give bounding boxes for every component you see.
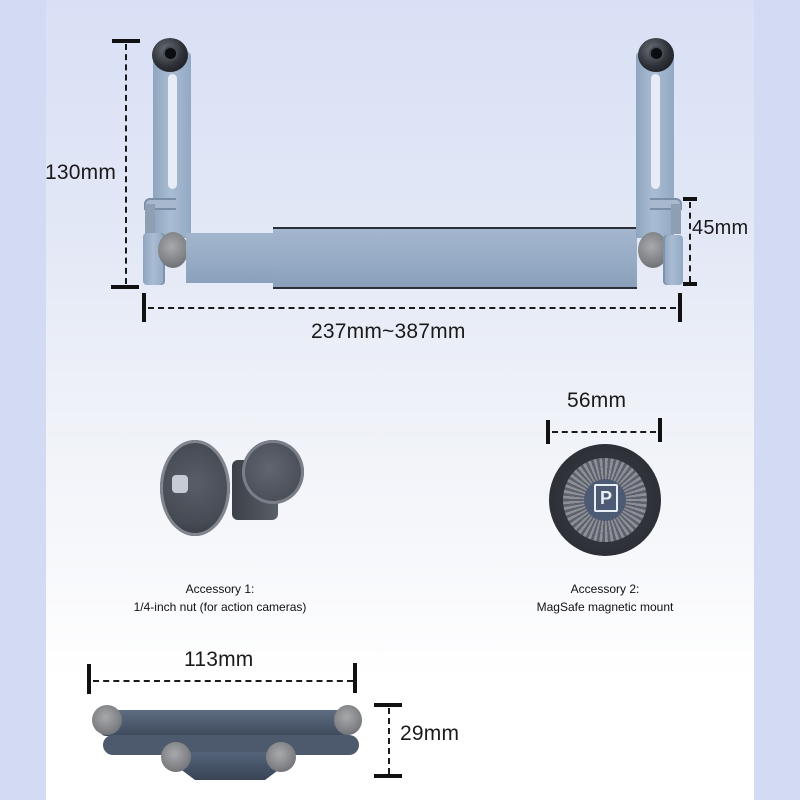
- left-hinge-knob: [158, 232, 188, 268]
- dimension-tick-bottom: [111, 285, 139, 289]
- magsafe-dimension-line: [552, 431, 656, 433]
- clamp-height-tick-bottom: [374, 774, 402, 778]
- dimension-tick-top: [112, 39, 140, 43]
- right-hinge-cap: [663, 235, 683, 285]
- magsafe-size-label: 56mm: [567, 389, 627, 412]
- left-arm-slot: [168, 74, 177, 189]
- screw-stud: [172, 475, 188, 493]
- height-dimension-line: [125, 44, 127, 284]
- length-dimension-label: 237mm~387mm: [311, 320, 466, 343]
- clamp-height-label: 29mm: [400, 722, 460, 745]
- magsafe-dim-tick-right: [658, 418, 662, 442]
- suction-cup-bottom-left: [161, 742, 191, 772]
- brand-logo-icon: P: [594, 484, 618, 512]
- clamp-upper-arm: [100, 710, 350, 736]
- accessory-1-description: 1/4-inch nut (for action cameras): [133, 600, 307, 614]
- clamp-lower-arm: [180, 752, 280, 780]
- height-dimension-label: 130mm: [45, 161, 117, 184]
- hinge-dim-tick-top: [683, 197, 697, 201]
- clamp-height-tick-top: [374, 703, 402, 707]
- clamp-width-label: 113mm: [184, 648, 254, 671]
- hinge-dimension-line: [689, 202, 691, 282]
- right-arm-slot: [651, 74, 660, 189]
- magnet-disc-back: [242, 440, 304, 504]
- clamp-width-line: [93, 680, 353, 682]
- accessory-2-description: MagSafe magnetic mount: [536, 600, 674, 614]
- accessory-1-caption: Accessory 1: 1/4-inch nut (for action ca…: [110, 580, 330, 616]
- suction-cup-bottom-right: [266, 742, 296, 772]
- nut-disc-front: [160, 440, 230, 536]
- clamp-height-line: [388, 708, 390, 774]
- clamp-width-tick-left: [87, 664, 91, 694]
- suction-cup-top-right: [334, 705, 362, 735]
- hinge-dim-tick-bottom: [683, 282, 697, 286]
- left-ball-joint: [152, 38, 188, 72]
- suction-cup-top-left: [92, 705, 122, 735]
- accessory-2-title: Accessory 2:: [570, 582, 640, 596]
- right-ball-joint: [638, 38, 674, 72]
- inner-telescopic-bar: [186, 233, 274, 283]
- outer-telescopic-bar: [273, 227, 637, 289]
- accessory-2-caption: Accessory 2: MagSafe magnetic mount: [500, 580, 710, 616]
- magsafe-dim-tick-left: [546, 420, 550, 444]
- magsafe-logo-center: [584, 479, 626, 521]
- length-dim-tick-left: [142, 293, 146, 322]
- left-margin-strip: [0, 0, 46, 800]
- length-dimension-line: [148, 307, 676, 309]
- right-margin-strip: [754, 0, 800, 800]
- length-dim-tick-right: [678, 293, 682, 322]
- left-hook-stem: [145, 204, 155, 234]
- clamp-width-tick-right: [353, 663, 357, 693]
- right-hook-stem: [671, 204, 681, 234]
- hinge-dimension-label: 45mm: [692, 217, 749, 239]
- accessory-1-title: Accessory 1:: [185, 582, 255, 596]
